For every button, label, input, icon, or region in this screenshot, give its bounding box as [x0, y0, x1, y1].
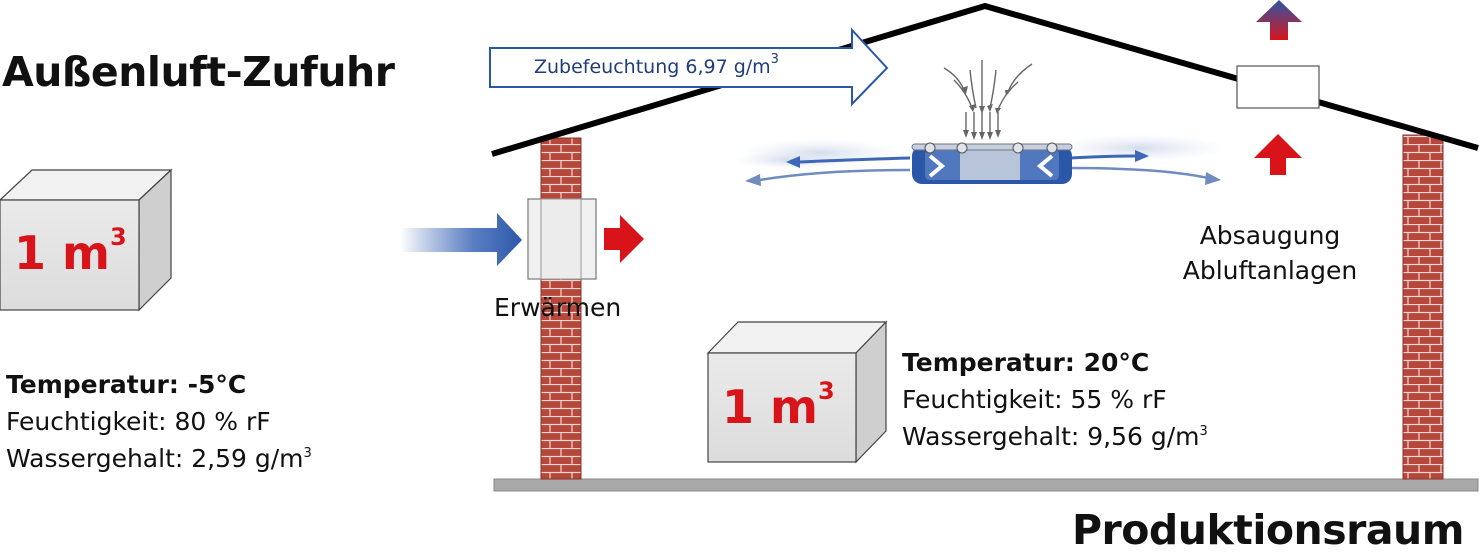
room-stats: Temperatur: 20°C Feuchtigkeit: 55 % rF W… [902, 344, 1208, 455]
mist-left-2 [735, 151, 845, 169]
humidifier-rail [911, 143, 1073, 151]
exhaust-label: Absaugung Abluftanlagen [1170, 218, 1370, 288]
heating-label: Erwärmen [494, 293, 622, 322]
spray-arrow-left-2-head [745, 174, 761, 186]
spray-arrow-left-1 [799, 156, 911, 164]
outside-cube-label: 1 m3 [14, 223, 127, 280]
room-air-cube [706, 320, 888, 464]
outside-humidity: Feuchtigkeit: 80 % rF [6, 407, 271, 436]
heater-inner [540, 198, 582, 280]
humidify-arrow-label: Zubefeuchtung 6,97 g/m3 [534, 52, 779, 78]
outside-air-title: Außenluft-Zufuhr [2, 48, 395, 96]
humidify-arrow [489, 27, 889, 107]
intake-arrowheads [961, 86, 1011, 140]
exhaust-box [1236, 65, 1320, 109]
outside-cube-exp: 3 [109, 223, 127, 251]
spray-arrow-left-2 [759, 168, 911, 182]
spray-arrow-left-1-head [786, 156, 800, 168]
spray-arrow-right-1 [1069, 154, 1136, 160]
left-brick-wall [540, 137, 582, 480]
exhaust-out-arrow [1256, 0, 1302, 40]
room-water-content: Wassergehalt: 9,56 g/m3 [902, 422, 1208, 451]
production-room-title: Produktionsraum [1072, 506, 1464, 554]
outside-stats: Temperatur: -5°C Feuchtigkeit: 80 % rF W… [6, 366, 312, 477]
spray-arrow-right-1-head [1135, 150, 1149, 162]
mist-right [1055, 134, 1225, 162]
heated-air-arrow-red [604, 215, 644, 263]
outside-temperature: Temperatur: -5°C [6, 370, 247, 399]
exhaust-label-line2: Abluftanlagen [1182, 256, 1358, 285]
room-cube-exp: 3 [817, 377, 835, 405]
intake-arrows-group [943, 60, 1033, 134]
humidifier-center [960, 150, 1020, 180]
right-brick-wall [1402, 134, 1444, 480]
room-temperature: Temperatur: 20°C [902, 348, 1150, 377]
room-cube-label: 1 m3 [722, 377, 835, 434]
room-humidity: Feuchtigkeit: 55 % rF [902, 385, 1167, 414]
floor-slab [493, 478, 1479, 492]
spray-arrow-right-2 [1069, 166, 1209, 180]
exhaust-label-line1: Absaugung [1199, 221, 1341, 250]
outside-water-content: Wassergehalt: 2,59 g/m3 [6, 444, 312, 473]
exhaust-up-arrow-red [1254, 134, 1302, 175]
outside-air-cube [0, 168, 173, 312]
intake-arrow-blue [400, 213, 522, 266]
spray-arrow-right-2-head [1205, 172, 1221, 185]
